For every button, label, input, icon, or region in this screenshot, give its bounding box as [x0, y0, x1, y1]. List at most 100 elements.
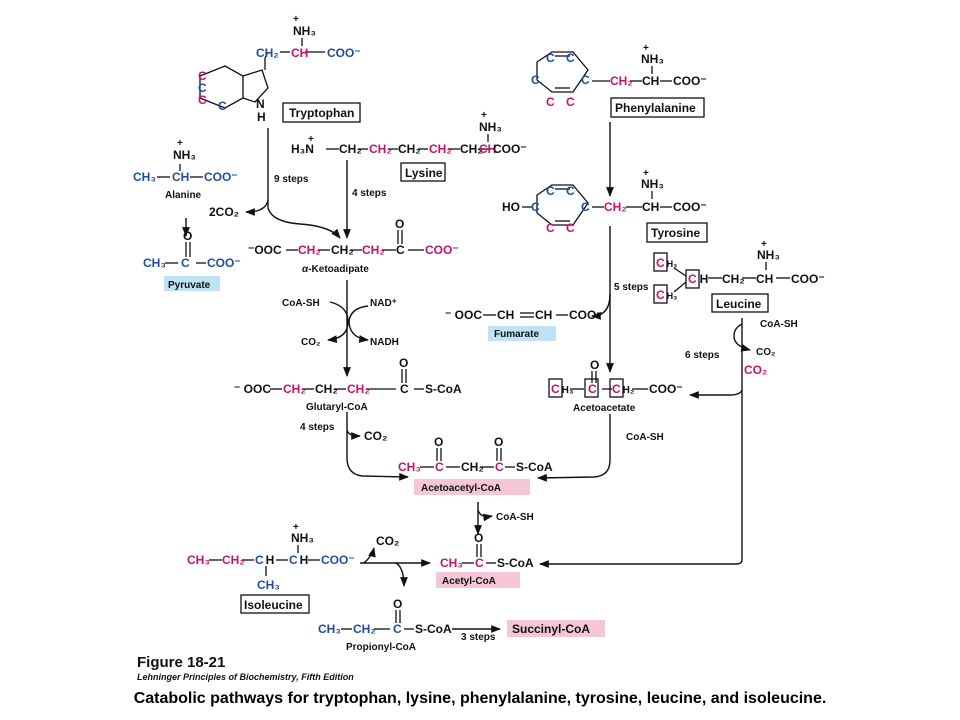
- keto-coo: COO⁻: [425, 243, 459, 257]
- acetoacetyl-coa-label: Acetoacetyl-CoA: [421, 483, 501, 494]
- prop-ch2: CH₂: [353, 622, 376, 636]
- leu-ch2: CH₂: [722, 272, 745, 286]
- aca-coash: CoA-SH: [626, 432, 664, 443]
- glut-ch2-1: CH₂: [283, 382, 306, 396]
- ala-ch3: CH₃: [133, 170, 156, 184]
- tyr-ring-c4: C: [581, 200, 590, 214]
- lys-ch2-5: CH₂: [460, 142, 483, 156]
- leu-co2-mag: CO₂: [744, 363, 767, 377]
- acetyl-coa-label: Acetyl-CoA: [442, 576, 496, 587]
- ketoadipate-alpha: α: [302, 264, 309, 275]
- glut-o: O: [399, 356, 408, 370]
- ile-cha-h: H: [300, 553, 309, 567]
- prop-o: O: [393, 597, 402, 611]
- glut-steps: 4 steps: [300, 422, 335, 433]
- keto-c: C: [396, 243, 405, 257]
- ketoadipate-label: α-Ketoadipate: [302, 264, 369, 275]
- trp-ring-c3: C: [198, 93, 207, 107]
- isoleucine-box: [240, 594, 310, 614]
- tyr-ring-c2: C: [566, 184, 575, 198]
- ile-coo: COO⁻: [321, 553, 355, 567]
- aca-coo: COO⁻: [649, 382, 683, 396]
- propionyl-coa-label: Propionyl-CoA: [346, 642, 416, 653]
- ala-ch: CH: [172, 170, 189, 184]
- tyr-ring-c6: C: [566, 221, 575, 235]
- tyr-steps: 5 steps: [614, 282, 649, 293]
- leucine-label: Leucine: [716, 297, 762, 311]
- leu-coash: CoA-SH: [760, 319, 798, 330]
- phe-ch: CH: [642, 74, 659, 88]
- leu-steps: 6 steps: [685, 350, 720, 361]
- trp-ring-c4: C: [218, 99, 227, 113]
- tyrosine-label: Tyrosine: [651, 226, 700, 240]
- prop-steps: 3 steps: [461, 632, 496, 643]
- phenylalanine-label: Phenylalanine: [615, 101, 696, 115]
- acet-c: C: [475, 556, 484, 570]
- ketoadipate-name: -Ketoadipate: [308, 264, 369, 275]
- keto-nad: NAD⁺: [370, 298, 397, 309]
- structure-bonds: [157, 38, 790, 630]
- pyruvate-label: Pyruvate: [168, 280, 211, 291]
- acetoacetyl-coa-highlight: [414, 479, 530, 495]
- ile-ch3: CH₃: [187, 553, 210, 567]
- aca-ch2-h: H₂: [623, 385, 635, 396]
- prop-ch3: CH₃: [318, 622, 341, 636]
- fum-ch1: CH: [497, 308, 514, 322]
- lys-ch2-4: CH₂: [429, 142, 452, 156]
- acac-c2: C: [495, 460, 504, 474]
- acet-scoa: S-CoA: [497, 556, 534, 570]
- lysine-label: Lysine: [405, 166, 443, 180]
- pyr-o: O: [183, 229, 192, 243]
- tryptophan-box: [282, 102, 361, 123]
- glut-scoa: S-CoA: [425, 382, 462, 396]
- catabolic-pathway-diagram: + NH₃ CH₂ CH COO⁻ C C C C N H Tryptophan…: [133, 14, 825, 653]
- phe-plus: +: [643, 43, 649, 54]
- tyr-ch: CH: [642, 200, 659, 214]
- ile-ch2: CH₂: [222, 553, 245, 567]
- leu-ch3-top-c: C: [656, 256, 665, 270]
- figure-number: Figure 18-21: [137, 654, 226, 671]
- fumarate-label: Fumarate: [494, 329, 539, 340]
- keto-co2: CO₂: [301, 337, 320, 348]
- keto-ch2-1: CH₂: [298, 243, 321, 257]
- leu-nh3: NH₃: [757, 248, 780, 262]
- acac-o2: O: [494, 435, 503, 449]
- glut-ooc: ⁻ OOC: [234, 382, 271, 396]
- phe-ring-c3: C: [531, 73, 540, 87]
- acac-c1: C: [435, 460, 444, 474]
- lys-coo: COO⁻: [493, 142, 527, 156]
- ile-nh3: NH₃: [291, 531, 314, 545]
- lys-ch2-3: CH₂: [398, 142, 421, 156]
- lysine-box: [400, 162, 446, 182]
- trp-coo-c: COO⁻: [327, 46, 361, 60]
- fum-coo: COO⁻: [569, 308, 603, 322]
- pyr-coo: COO⁻: [207, 256, 241, 270]
- leucine-box: [711, 293, 769, 313]
- ile-co2: CO₂: [376, 534, 399, 548]
- keto-o: O: [395, 217, 404, 231]
- keto-coash: CoA-SH: [282, 298, 320, 309]
- trp-ring-c1: C: [198, 69, 207, 83]
- keto-nadh: NADH: [370, 337, 399, 348]
- glut-ch2-2: CH₂: [315, 382, 338, 396]
- ile-plus: +: [293, 522, 299, 533]
- pyruvate-highlight: [164, 276, 220, 291]
- lys-ch2-1: CH₂: [339, 142, 362, 156]
- keto-ch2-2: CH₂: [331, 243, 354, 257]
- phe-ring-c6: C: [566, 95, 575, 109]
- prop-ch2-c: CH₂: [353, 622, 376, 636]
- keto-ch2-3: CH₂: [362, 243, 385, 257]
- acac-coash: CoA-SH: [496, 512, 534, 523]
- aca-ch2-c: C: [612, 382, 621, 396]
- figure-source: Lehninger Principles of Biochemistry, Fi…: [137, 672, 354, 682]
- aca-o: O: [590, 358, 599, 372]
- acac-o1: O: [434, 435, 443, 449]
- phe-ring-c1: C: [546, 51, 555, 65]
- trp-steps: 9 steps: [274, 174, 309, 185]
- fum-ooc: ⁻ OOC: [445, 308, 482, 322]
